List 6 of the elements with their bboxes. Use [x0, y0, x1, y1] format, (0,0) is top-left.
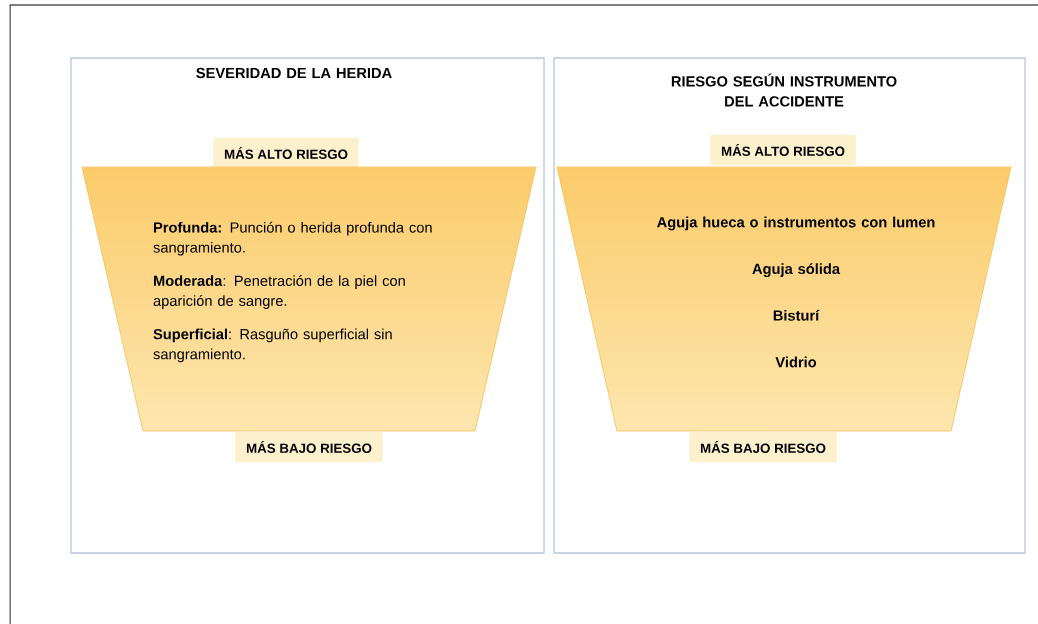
- funnel-trapezoid: Aguja hueca o instrumentos con lumen Aguja sólida Bisturí Vidrio: [556, 166, 1012, 432]
- risk-label: MÁS BAJO RIESGO: [235, 431, 383, 463]
- risk-label: MÁS ALTO RIESGO: [213, 137, 359, 169]
- risk-label: MÁS ALTO RIESGO: [710, 134, 856, 166]
- risk-label: MÁS BAJO RIESGO: [689, 431, 837, 463]
- funnel-trapezoid: Profunda: Punción o herida profunda con sangramiento. Moderada: Penetración de la piel con aparición de sangre. Superficial: Rasguño superficial sin sangramiento.: [81, 166, 537, 432]
